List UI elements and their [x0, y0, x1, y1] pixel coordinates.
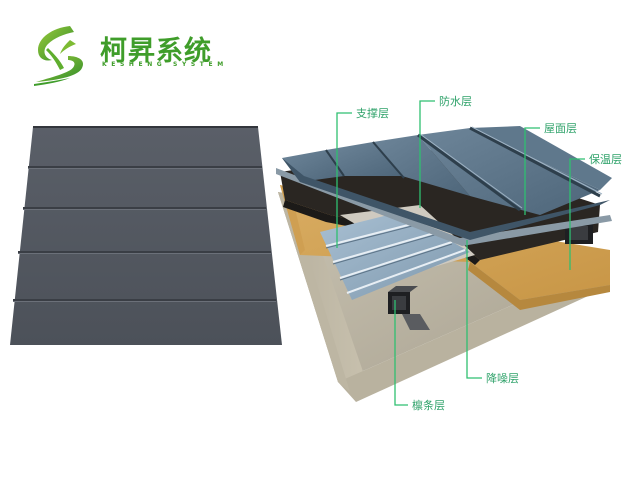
label-insulation-layer: 保温层: [589, 153, 622, 166]
leader-lines: [336, 100, 585, 406]
brand-name-en: KESHENG SYSTEM: [102, 61, 228, 68]
label-purlin-layer: 檩条层: [412, 399, 445, 412]
label-support-layer: 支撑层: [356, 107, 389, 120]
ks-leaf-logo-icon: [34, 26, 84, 86]
label-roof-surface-layer: 屋面层: [544, 122, 577, 135]
label-noise-reduction-layer: 降噪层: [486, 372, 519, 385]
brand-name-cn: 柯昇系统: [100, 36, 212, 67]
brand-logo: [30, 20, 230, 90]
label-waterproof-layer: 防水层: [439, 95, 472, 108]
